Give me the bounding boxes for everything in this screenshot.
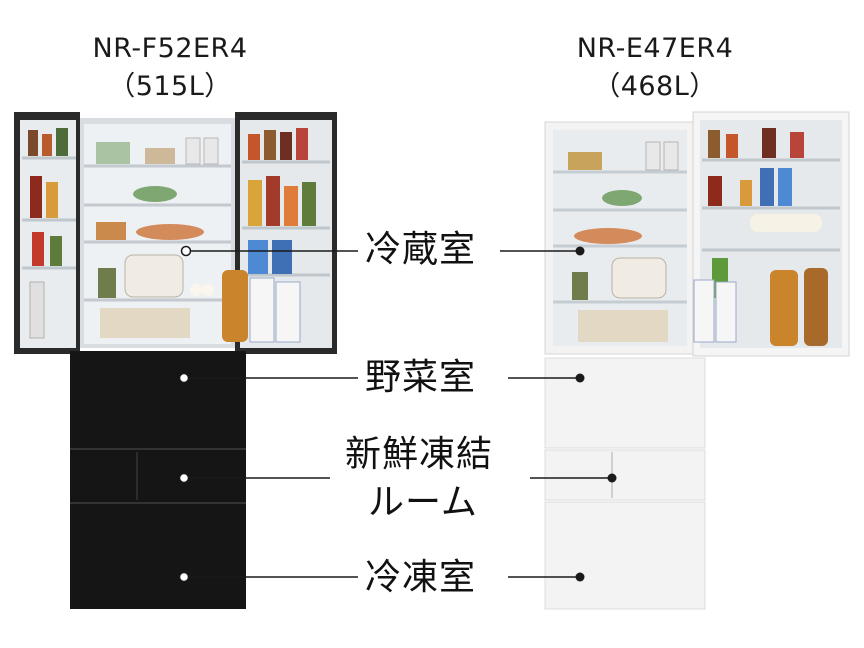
marker-dot <box>575 373 585 383</box>
right-model-title: NR-E47ER4 （468L） <box>505 30 805 106</box>
marker-dot <box>607 473 617 483</box>
marker-dot <box>178 571 190 583</box>
marker-dot <box>180 245 192 257</box>
right-model-name: NR-E47ER4 <box>576 33 734 64</box>
marker-dot <box>178 372 190 384</box>
marker-dot <box>575 246 585 256</box>
markers <box>178 245 617 583</box>
right-fridge-vegetable-drawer <box>544 357 706 449</box>
right-fridge-fresh-freezing-drawer <box>544 449 706 501</box>
label-fresh-freezing-line2: ルーム <box>368 482 478 523</box>
label-vegetable-compartment: 野菜室 <box>365 357 477 398</box>
left-fridge-freezer-drawer <box>70 504 246 609</box>
right-fridge-freezer-drawer <box>544 501 706 610</box>
label-fresh-freezing-line1: 新鮮凍結 <box>345 434 494 475</box>
left-model-capacity: （515L） <box>108 71 232 102</box>
left-model-name: NR-F52ER4 <box>92 33 248 64</box>
label-freezer: 冷凍室 <box>365 557 477 598</box>
left-model-title: NR-F52ER4 （515L） <box>40 30 300 106</box>
leader-lines <box>184 250 612 578</box>
right-fridge <box>544 111 850 610</box>
left-fridge-vegetable-drawer <box>70 351 246 448</box>
marker-dot <box>575 572 585 582</box>
label-refrigerator: 冷蔵室 <box>365 229 477 270</box>
right-model-capacity: （468L） <box>593 71 717 102</box>
left-fridge <box>14 112 337 609</box>
marker-dot <box>178 472 190 484</box>
left-fridge-fresh-freezing-drawer <box>70 450 246 502</box>
